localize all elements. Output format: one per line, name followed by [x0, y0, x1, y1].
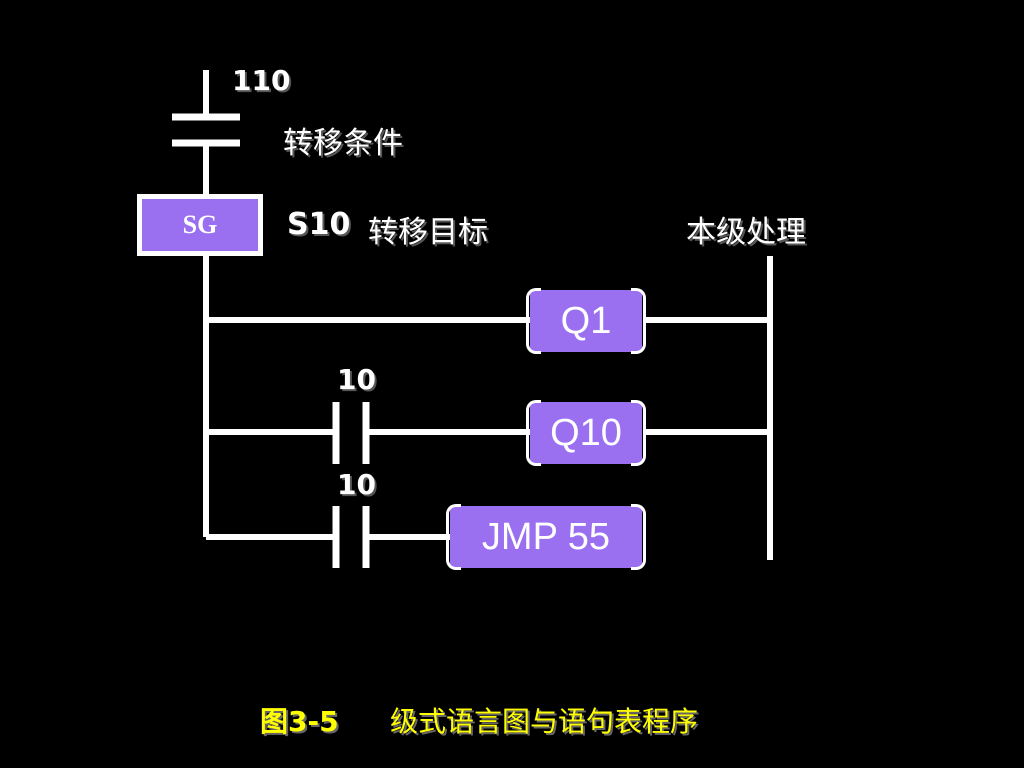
- coil-q10: Q10: [526, 400, 646, 466]
- contact1-number: 10: [337, 363, 376, 396]
- sg-box: SG: [137, 194, 263, 256]
- coil-q1-label: Q1: [560, 299, 612, 342]
- contact2-number: 10: [337, 468, 376, 501]
- coil-q10-label: Q10: [550, 411, 622, 454]
- figure-title: 级式语言图与语句表程序: [390, 705, 699, 738]
- transition-number: 110: [232, 64, 291, 97]
- transition-label: 转移条件: [283, 126, 403, 161]
- figure-number: 图3-5: [260, 705, 339, 738]
- sg-label: SG: [142, 199, 258, 251]
- target-label: 转移目标: [368, 215, 488, 250]
- jump-label: JMP 55: [481, 515, 611, 558]
- step-label: S10: [287, 207, 351, 242]
- coil-q1: Q1: [526, 288, 646, 354]
- jump-instruction: JMP 55: [446, 504, 646, 570]
- process-label: 本级处理: [686, 215, 806, 250]
